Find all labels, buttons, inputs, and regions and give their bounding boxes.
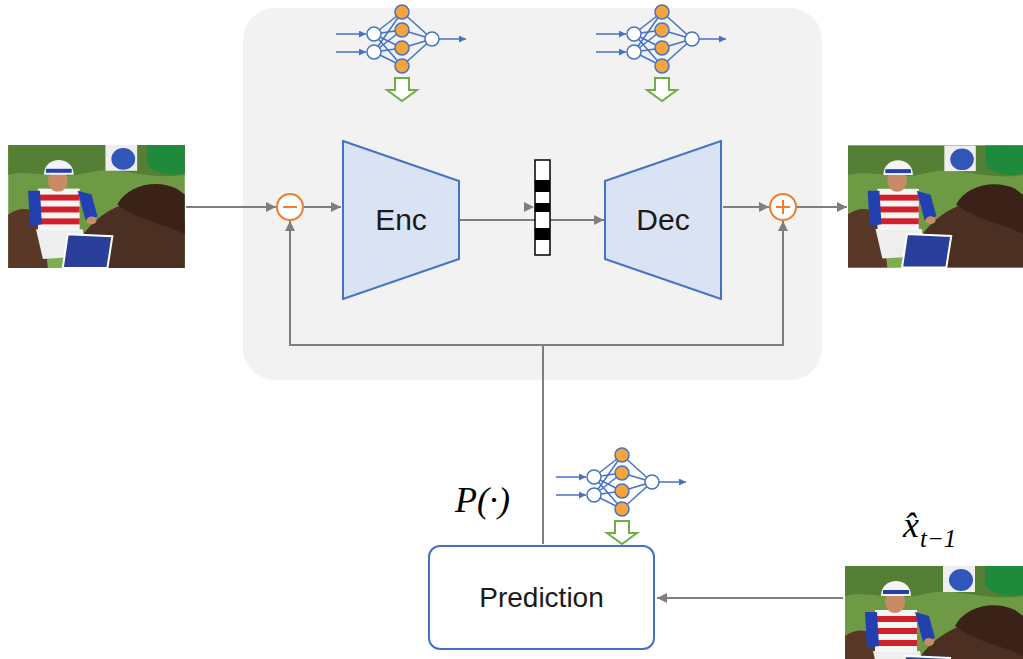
signal-wires — [186, 207, 847, 598]
prediction-box: Prediction — [428, 545, 655, 650]
encoder-trapezoid: Enc — [342, 140, 460, 300]
node-text: Enc — [375, 203, 427, 237]
frame-index-subscript: t−1 — [920, 526, 956, 551]
node-text: Dec — [636, 203, 689, 237]
decoder-trapezoid: Dec — [604, 140, 722, 300]
node-text: Prediction — [479, 582, 604, 614]
latent-arrowhead — [524, 202, 534, 212]
subtract-symbol — [277, 194, 303, 220]
decoder-network-icon — [596, 5, 726, 101]
flow-arrow — [460, 219, 604, 221]
reference-frame-image — [845, 566, 1023, 659]
encoder-network-icon — [336, 5, 466, 101]
prediction-network-icon — [556, 448, 686, 544]
add-symbol — [770, 194, 796, 220]
reference-frame-symbol: x̂ — [903, 507, 919, 543]
latent-code-bar — [535, 160, 550, 255]
codec-panel — [243, 8, 822, 380]
output-frame-image — [848, 146, 1023, 268]
predictor-function-label: P(·) — [455, 482, 510, 518]
input-frame-image — [8, 145, 185, 268]
